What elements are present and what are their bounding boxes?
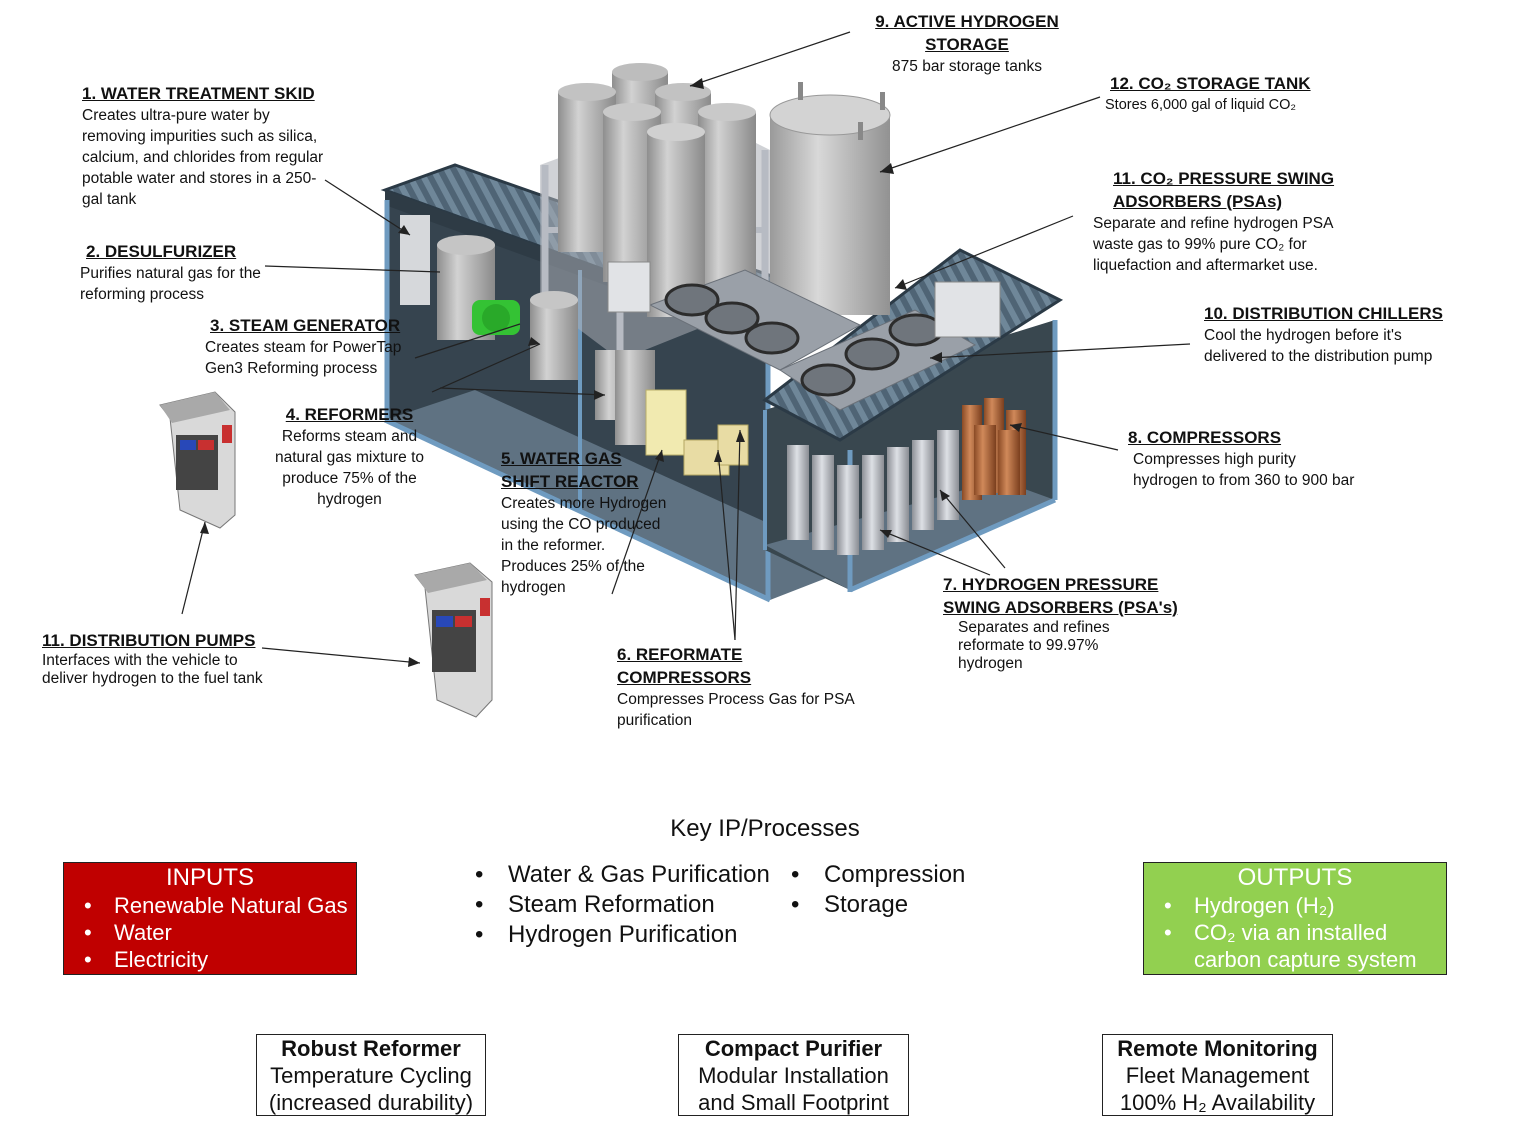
label-co2-psa: 11. CO₂ PRESSURE SWING ADSORBERS (PSAs) … (1093, 167, 1368, 276)
label-reformers: 4. REFORMERS Reforms steam and natural g… (262, 403, 437, 510)
distribution-pump-2 (414, 562, 493, 718)
label-desc: Separate and refine hydrogen PSA waste g… (1093, 215, 1333, 274)
label-chillers: 10. DISTRIBUTION CHILLERS Cool the hydro… (1204, 302, 1464, 367)
label-desc: Separates and refines reformate to 99.97… (958, 619, 1110, 672)
processes-col-2: Compression Storage (789, 860, 965, 920)
feature-line: Temperature Cycling (270, 1063, 472, 1088)
label-title: 3. STEAM GENERATOR (210, 316, 401, 335)
process-item: Water & Gas Purification (473, 860, 770, 890)
label-title: 7. HYDROGEN PRESSURE SWING ADSORBERS (PS… (943, 575, 1178, 617)
label-title: 4. REFORMERS (285, 405, 414, 424)
label-water-treatment: 1. WATER TREATMENT SKID Creates ultra-pu… (82, 82, 337, 210)
label-desc: Creates steam for PowerTap Gen3 Reformin… (205, 339, 402, 377)
station-illustration (159, 31, 1191, 718)
feature-line: and Small Footprint (698, 1090, 889, 1115)
distribution-pump-1 (159, 391, 236, 529)
label-title: 8. COMPRESSORS (1128, 428, 1282, 447)
label-desc: Compresses Process Gas for PSA purificat… (617, 691, 854, 729)
input-item: Renewable Natural Gas (64, 892, 356, 919)
feature-line: (increased durability) (268, 1090, 474, 1115)
feature-robust-reformer: Robust Reformer Temperature Cycling (inc… (256, 1034, 486, 1116)
label-reformate-compressors: 6. REFORMATE COMPRESSORS Compresses Proc… (617, 643, 907, 731)
label-title: 5. WATER GAS SHIFT REACTOR (501, 449, 639, 491)
label-title: 1. WATER TREATMENT SKID (82, 84, 315, 103)
feature-title: Robust Reformer (281, 1036, 461, 1061)
label-desc: Compresses high purity hydrogen to from … (1133, 451, 1355, 489)
label-compressors: 8. COMPRESSORS Compresses high purity hy… (1128, 426, 1358, 491)
feature-line: Modular Installation (698, 1063, 889, 1088)
label-water-gas-shift: 5. WATER GAS SHIFT REACTOR Creates more … (501, 447, 667, 598)
process-item: Steam Reformation (473, 890, 770, 920)
key-processes-title: Key IP/Processes (670, 815, 860, 842)
label-desulfurizer: 2. DESULFURIZER Purifies natural gas for… (80, 240, 280, 305)
arrow-heads (200, 78, 1022, 667)
feature-remote-monitoring: Remote Monitoring Fleet Management 100% … (1102, 1034, 1333, 1116)
label-title: 2. DESULFURIZER (86, 242, 237, 261)
hydrogen-storage-tanks (558, 63, 756, 317)
process-item: Hydrogen Purification (473, 920, 770, 950)
label-title: 9. ACTIVE HYDROGEN STORAGE (875, 12, 1059, 54)
co2-storage-tank (769, 82, 891, 315)
label-title: 11. DISTRIBUTION PUMPS (42, 631, 256, 650)
label-hydrogen-psa: 7. HYDROGEN PRESSURE SWING ADSORBERS (PS… (943, 573, 1208, 673)
label-active-storage: 9. ACTIVE HYDROGEN STORAGE 875 bar stora… (862, 10, 1072, 77)
feature-line: 100% H₂ Availability (1119, 1090, 1316, 1115)
output-item: CO₂ via an installed carbon capture syst… (1144, 919, 1439, 973)
label-desc: 875 bar storage tanks (892, 58, 1042, 75)
feature-title: Remote Monitoring (1117, 1036, 1318, 1061)
label-title: 10. DISTRIBUTION CHILLERS (1204, 304, 1443, 323)
process-item: Storage (789, 890, 965, 920)
left-equipment (400, 215, 749, 476)
inputs-box: INPUTS Renewable Natural Gas Water Elect… (63, 862, 357, 975)
input-item: Water (64, 919, 356, 946)
label-title: 11. CO₂ PRESSURE SWING ADSORBERS (PSAs) (1113, 169, 1335, 211)
label-desc: Interfaces with the vehicle to deliver h… (42, 652, 263, 687)
label-desc: Creates ultra-pure water by removing imp… (82, 107, 324, 208)
label-desc: Reforms steam and natural gas mixture to… (274, 428, 425, 508)
inputs-title: INPUTS (165, 864, 254, 891)
label-co2-tank: 12. CO₂ STORAGE TANK Stores 6,000 gal of… (1105, 72, 1345, 116)
outputs-box: OUTPUTS Hydrogen (H₂) CO₂ via an install… (1143, 862, 1447, 975)
feature-title: Compact Purifier (704, 1036, 883, 1061)
label-distribution-pumps: 11. DISTRIBUTION PUMPS Interfaces with t… (42, 629, 287, 688)
distribution-chillers (607, 261, 1001, 411)
feature-line: Fleet Management (1125, 1063, 1310, 1088)
label-desc: Purifies natural gas for the reforming p… (80, 265, 261, 303)
output-item: Hydrogen (H₂) (1144, 892, 1446, 919)
label-desc: Creates more Hydrogen using the CO produ… (501, 495, 667, 596)
leader-lines (181, 31, 1191, 664)
feature-compact-purifier: Compact Purifier Modular Installation an… (678, 1034, 909, 1116)
label-title: 6. REFORMATE COMPRESSORS (617, 645, 752, 687)
label-desc: Stores 6,000 gal of liquid CO₂ (1105, 97, 1297, 113)
outputs-title: OUTPUTS (1237, 864, 1353, 891)
label-title: 12. CO₂ STORAGE TANK (1110, 74, 1311, 93)
processes-col-1: Water & Gas Purification Steam Reformati… (473, 860, 770, 950)
process-item: Compression (789, 860, 965, 890)
input-item: Electricity (64, 946, 356, 973)
label-steam-generator: 3. STEAM GENERATOR Creates steam for Pow… (205, 314, 435, 379)
label-desc: Cool the hydrogen before it's delivered … (1204, 327, 1433, 365)
psa-and-compressors (787, 398, 1026, 555)
